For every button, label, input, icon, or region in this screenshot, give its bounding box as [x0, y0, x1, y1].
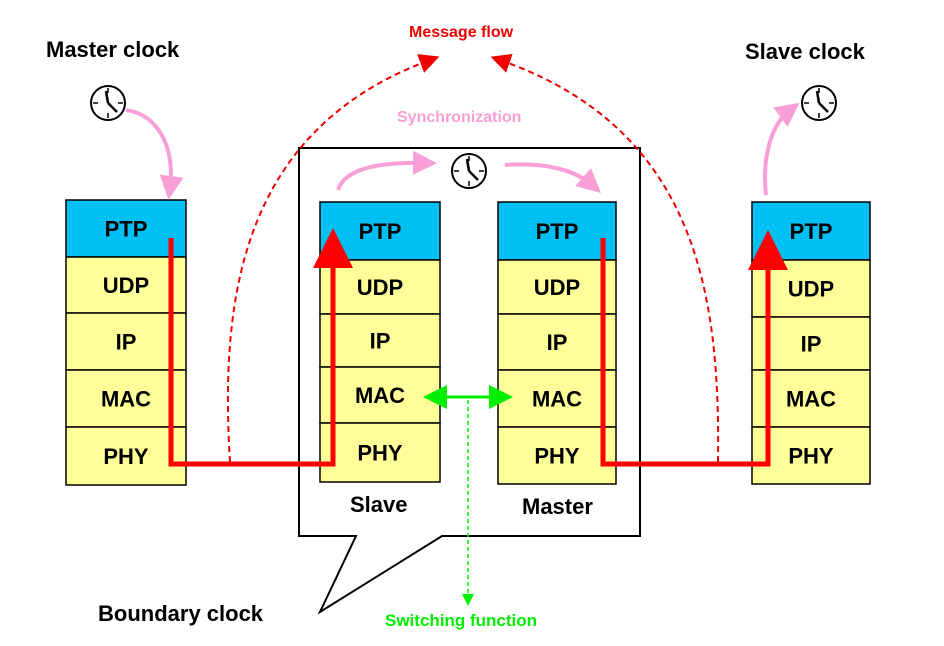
stack-left-layer-mac	[65, 369, 187, 428]
clock-icon	[800, 84, 838, 122]
stack-bc-slave-label-mac: MAC	[355, 383, 405, 408]
stack-left-layer-udp	[65, 256, 187, 314]
stack-bc-slave-label-ptp: PTP	[359, 219, 402, 244]
message-flow-curve-right	[490, 53, 720, 463]
stack-left-label-udp: UDP	[103, 273, 149, 298]
message-flow-label: Message flow	[409, 24, 514, 41]
slave-clock-label: Slave clock	[745, 39, 866, 64]
stack-bc-slave-label-ip: IP	[370, 329, 391, 354]
boundary-clock-label: Boundary clock	[98, 601, 264, 626]
bc-master-label: Master	[522, 494, 593, 519]
stack-right-label-udp: UDP	[788, 277, 834, 302]
message-flow-curve-left	[226, 54, 440, 463]
stack-bc-slave-label-phy: PHY	[357, 441, 403, 466]
stack-bc-master-label-phy: PHY	[534, 444, 580, 469]
stack-right-layer-phy	[751, 426, 871, 485]
stack-left-label-phy: PHY	[103, 444, 149, 469]
clock-icon	[450, 152, 488, 190]
stack-bc-master-label-ptp: PTP	[536, 219, 579, 244]
stack-right-label-ptp: PTP	[790, 219, 833, 244]
stack-right-layer-ip	[751, 316, 871, 371]
stack-left-label-ptp: PTP	[105, 217, 148, 242]
stack-bc-master-layer-udp	[497, 259, 617, 315]
switching-function-label: Switching function	[385, 611, 537, 630]
timing-path-left	[168, 228, 353, 467]
stack-left-layer-ip	[65, 312, 187, 371]
bc-slave-label: Slave	[350, 492, 408, 517]
stack-right-label-phy: PHY	[788, 444, 834, 469]
stack-bc-master-label-mac: MAC	[532, 387, 582, 412]
stack-bc-slave-label-udp: UDP	[357, 275, 403, 300]
stack-left-layer-ptp	[65, 199, 187, 258]
stack-left-layer-phy	[65, 426, 187, 486]
synchronization-label: Synchronization	[397, 109, 521, 126]
stack-bc-master-label-udp: UDP	[534, 275, 580, 300]
stack-bc-slave-layer-phy	[319, 422, 441, 483]
stack-bc-master-layer-mac	[497, 369, 617, 428]
master-clock-label: Master clock	[46, 37, 180, 62]
clock-icon	[89, 84, 127, 122]
stack-bc-master-layer-ip	[497, 313, 617, 371]
stack-bc-slave-layer-mac	[319, 366, 441, 424]
sync-arrow-master-clock	[125, 108, 184, 200]
stack-left-label-ip: IP	[116, 330, 137, 355]
sync-arrow-slave-clock	[763, 102, 800, 196]
stack-left-label-mac: MAC	[101, 387, 151, 412]
stack-right-label-mac: MAC	[786, 387, 836, 412]
stack-bc-master-label-ip: IP	[547, 330, 568, 355]
timing-path-right	[600, 230, 788, 467]
sync-arrow-bc-slave	[336, 150, 437, 191]
sync-arrow-bc-master	[504, 162, 602, 193]
stack-bc-master-layer-ptp	[497, 201, 617, 261]
stack-bc-master-layer-phy	[497, 426, 617, 485]
stack-right-label-ip: IP	[801, 332, 822, 357]
stack-right-layer-mac	[751, 369, 871, 428]
